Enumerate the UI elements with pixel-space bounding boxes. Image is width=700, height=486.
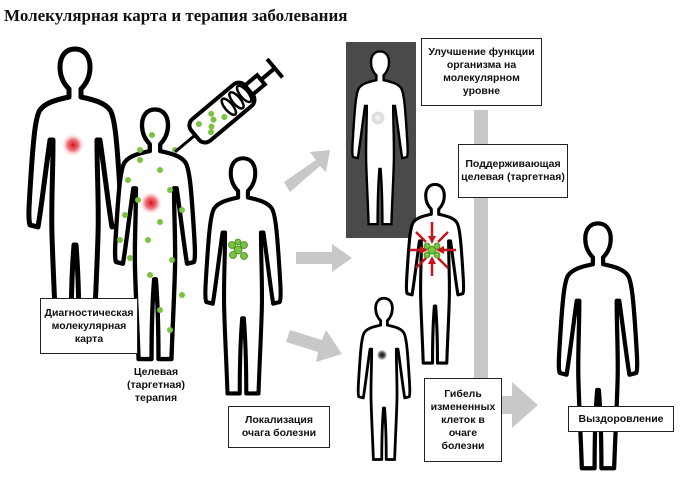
figure-localization — [205, 158, 280, 393]
diagram-title: Молекулярная карта и терапия заболевания — [4, 6, 348, 25]
targeted-cluster — [423, 242, 441, 259]
healthy-marker — [371, 111, 385, 125]
localized-cluster — [228, 238, 248, 260]
lesion-marker — [61, 133, 85, 157]
label-maintenance: Поддерживающая целевая (таргетная) — [458, 144, 568, 198]
syringe-icon — [174, 57, 285, 153]
dead-cells-marker — [376, 349, 388, 361]
label-recovery: Выздоровление — [568, 406, 674, 432]
lesion-marker-therapy — [139, 191, 163, 215]
targeting-arrowheads — [420, 236, 444, 264]
figure-diagnostic — [29, 49, 121, 337]
progress-arrows — [284, 150, 538, 428]
label-localization: Локализация очага болезни — [228, 406, 330, 448]
label-targeted-therapy: Целевая (таргетная) терапия — [127, 365, 185, 404]
label-improvement: Улучшение функции организма на молекуляр… — [421, 38, 542, 106]
drug-particles — [117, 132, 185, 333]
figure-cell-death — [356, 296, 412, 462]
label-cell-death: Гибель измененных клеток в очаге болезни — [424, 378, 502, 462]
label-diagnostic-map: Диагностическая молекулярная карта — [40, 298, 138, 354]
